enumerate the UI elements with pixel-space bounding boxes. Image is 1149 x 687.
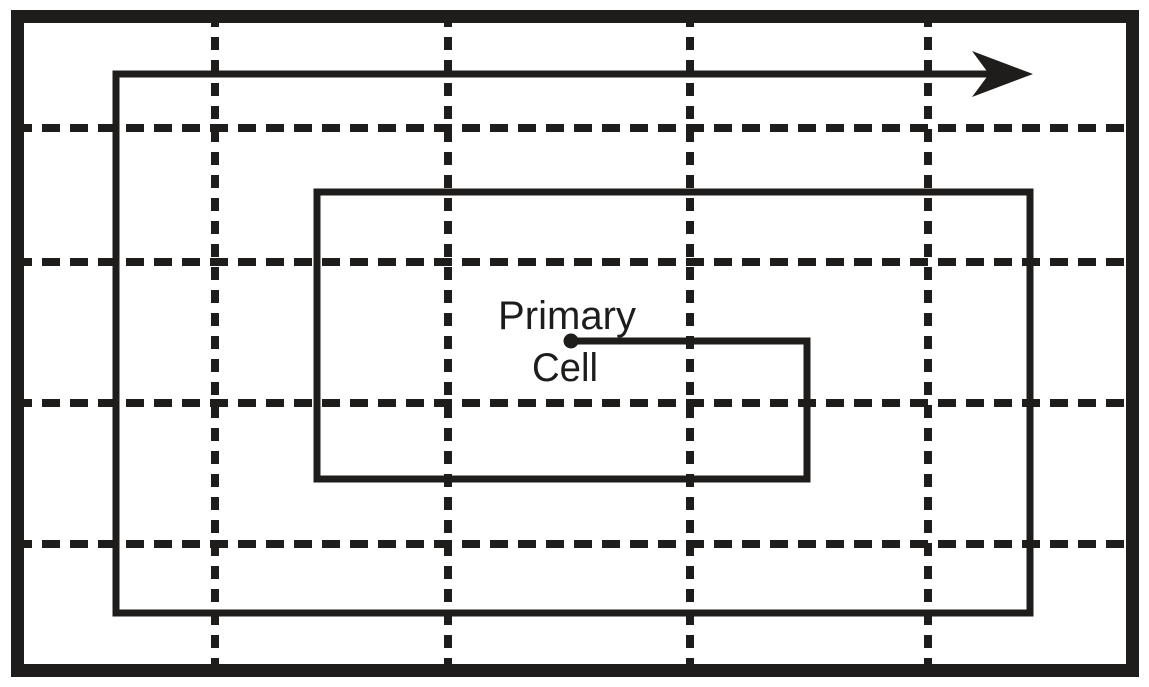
label-layer: Primary Cell bbox=[498, 294, 636, 390]
arrowhead-icon bbox=[972, 51, 1033, 97]
primary-cell-label-line2: Cell bbox=[532, 346, 598, 390]
outer-frame bbox=[11, 10, 1139, 677]
start-dot bbox=[563, 333, 579, 349]
path-layer bbox=[11, 10, 1139, 677]
spiral-scan-path bbox=[112, 70, 1034, 617]
primary-cell-label-line1: Primary bbox=[498, 294, 636, 338]
